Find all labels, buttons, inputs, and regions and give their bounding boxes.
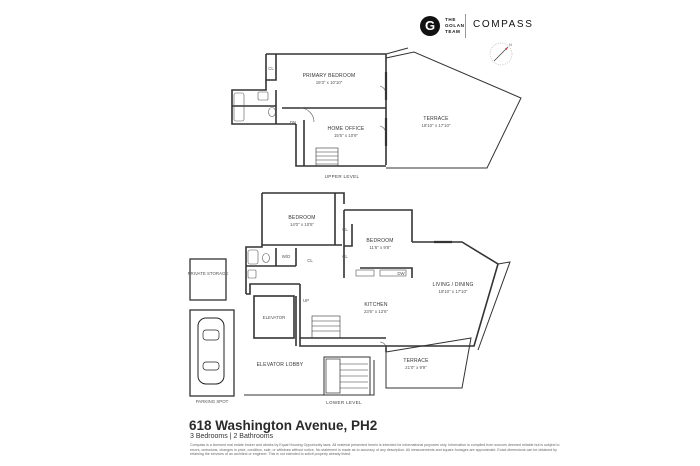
golan-team-logo-icon: G (420, 16, 440, 36)
compass-logo: COMPASS (473, 19, 534, 30)
brand-divider (465, 14, 466, 38)
north-label: N (509, 42, 512, 47)
listing-address: 618 Washington Avenue, PH2 (189, 418, 378, 433)
listing-disclaimer: Compass is a licensed real estate broker… (190, 443, 560, 457)
listing-summary: 3 Bedrooms | 2 Bathrooms (190, 433, 274, 440)
compass-rose-icon: N (489, 42, 513, 66)
golan-team-name: THE GOLAN TEAM (445, 17, 465, 34)
